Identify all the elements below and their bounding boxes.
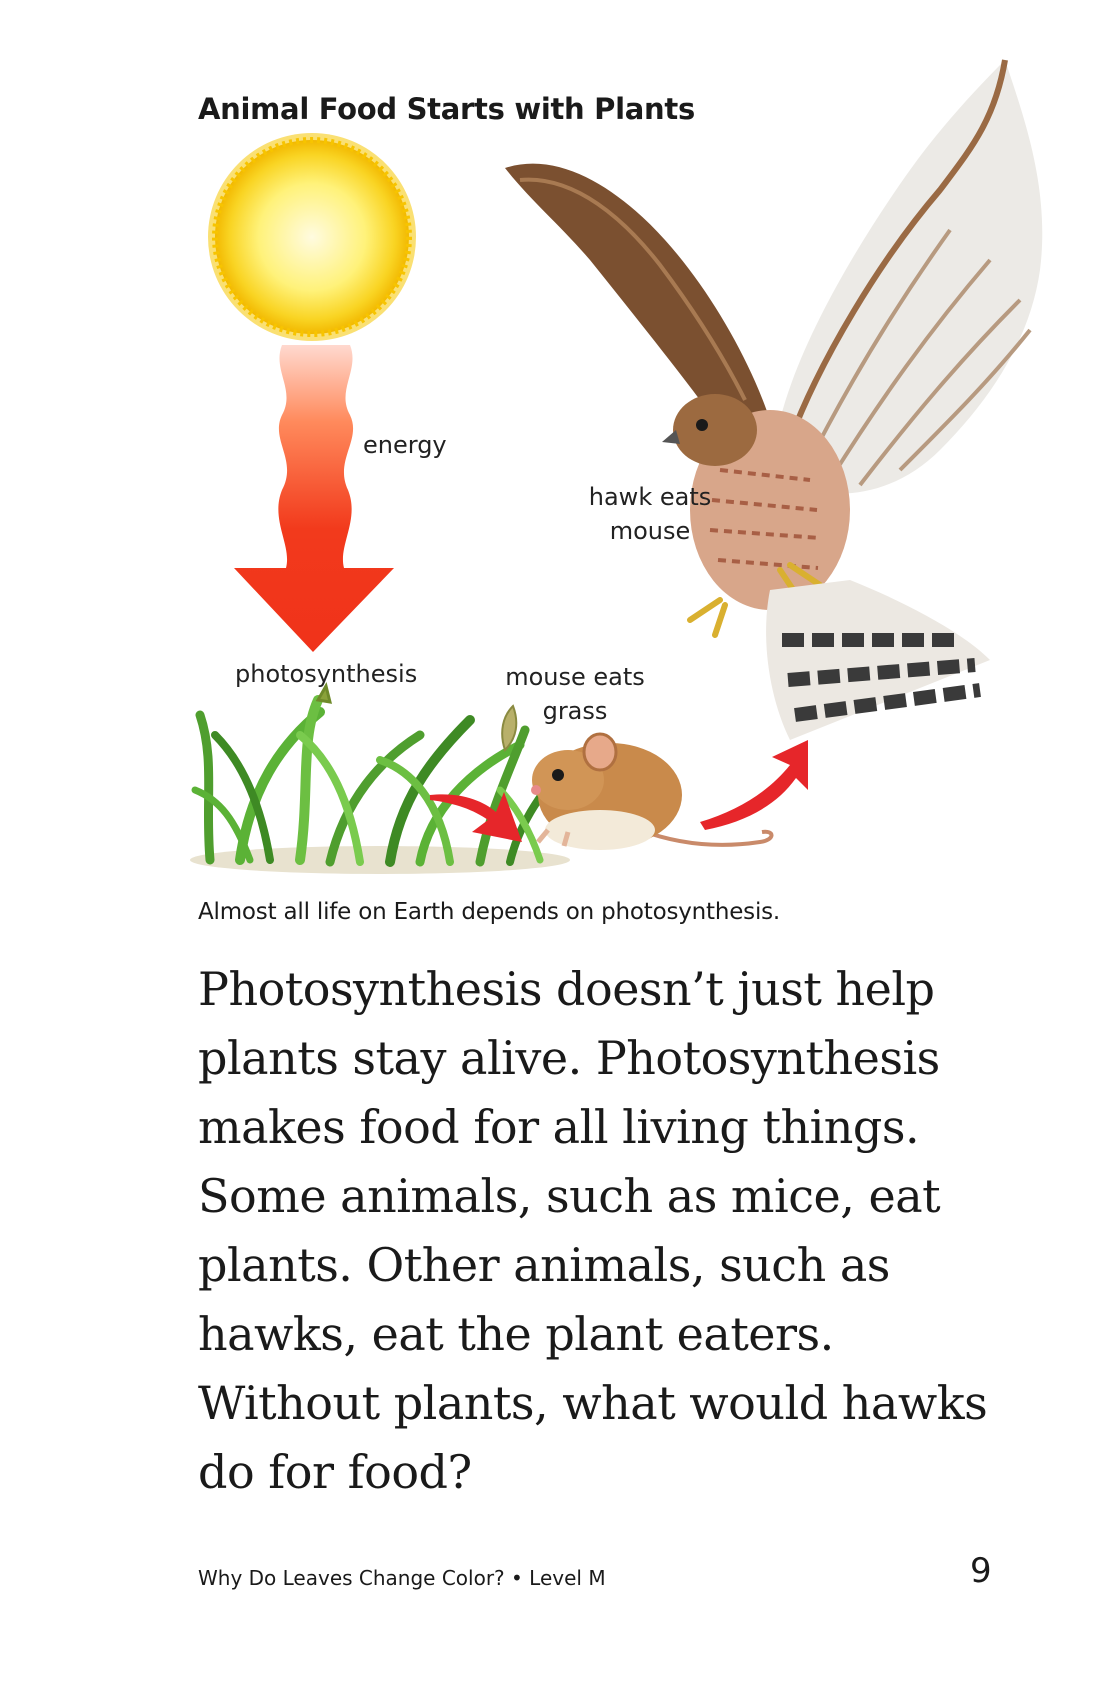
body-paragraph: Photosynthesis doesn’t just help plants … [198, 962, 988, 1499]
sun-icon [208, 133, 416, 341]
figure-title: Animal Food Starts with Plants [198, 92, 695, 126]
figure-caption: Almost all life on Earth depends on phot… [198, 899, 781, 925]
hawk-label-line2: mouse [609, 517, 691, 545]
hawk-label-line1: hawk eats [588, 483, 712, 511]
mouse-eats-grass-label: mouse eats grass [505, 660, 645, 728]
hawk-icon [505, 59, 1043, 740]
energy-label: energy [363, 431, 447, 459]
mouse-label-line2: grass [542, 697, 608, 725]
photosynthesis-label: photosynthesis [235, 660, 418, 688]
page-number: 9 [970, 1551, 992, 1591]
mouse-label-line1: mouse eats [505, 663, 645, 691]
hawk-eats-mouse-label: hawk eats mouse [580, 480, 720, 548]
energy-arrow-icon [234, 345, 394, 652]
food-chain-arrow-icon [430, 792, 522, 842]
mouse-icon [531, 732, 774, 850]
footer-book-info: Why Do Leaves Change Color? • Level M [198, 1566, 606, 1590]
food-chain-arrow-icon [700, 740, 808, 830]
